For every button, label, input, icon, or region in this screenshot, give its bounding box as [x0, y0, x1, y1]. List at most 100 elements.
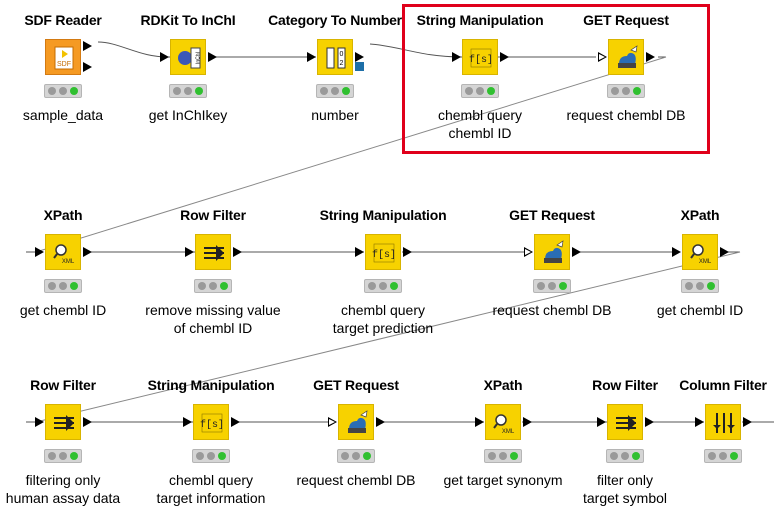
- node-status-indicator: [44, 84, 82, 98]
- input-port[interactable]: [524, 247, 533, 257]
- string-manipulation-icon[interactable]: f[s]: [365, 234, 401, 270]
- highlight-box: [402, 4, 710, 154]
- output-port[interactable]: [403, 247, 412, 257]
- output-port[interactable]: [233, 247, 242, 257]
- node-status-indicator: [169, 84, 207, 98]
- status-green-dot: [559, 282, 567, 290]
- node-status-indicator: [44, 279, 82, 293]
- input-port[interactable]: [35, 417, 44, 427]
- row-filter-icon[interactable]: [195, 234, 231, 270]
- input-port[interactable]: [355, 247, 364, 257]
- node-label-line: of chembl ID: [173, 320, 253, 336]
- rdkit-inchi-icon[interactable]: InChI: [170, 39, 206, 75]
- svg-text:XML: XML: [699, 259, 712, 265]
- node-status-indicator: [192, 449, 230, 463]
- get-request-icon[interactable]: [534, 234, 570, 270]
- status-grey-dot: [379, 282, 387, 290]
- status-green-dot: [510, 452, 518, 460]
- input-port[interactable]: [475, 417, 484, 427]
- status-green-dot: [70, 452, 78, 460]
- input-port[interactable]: [597, 417, 606, 427]
- status-grey-dot: [621, 452, 629, 460]
- input-port[interactable]: [185, 247, 194, 257]
- input-port[interactable]: [183, 417, 192, 427]
- node-label[interactable]: sample_data: [23, 106, 103, 124]
- input-port[interactable]: [328, 417, 337, 427]
- node-label-line: request chembl DB: [566, 107, 686, 123]
- status-grey-dot: [368, 282, 376, 290]
- node-status-indicator: [704, 449, 742, 463]
- output-port[interactable]: [572, 247, 581, 257]
- output-port[interactable]: [500, 52, 509, 62]
- string-manipulation-icon[interactable]: f[s]: [193, 404, 229, 440]
- status-grey-dot: [499, 452, 507, 460]
- xpath-icon[interactable]: XML: [45, 234, 81, 270]
- input-port[interactable]: [35, 247, 44, 257]
- node-title: XPath: [483, 377, 523, 393]
- output-port[interactable]: [720, 247, 729, 257]
- column-filter-icon[interactable]: [705, 404, 741, 440]
- node-label[interactable]: get target synonym: [443, 471, 562, 489]
- input-port[interactable]: [452, 52, 461, 62]
- node-label-line: chembl query: [340, 302, 426, 318]
- status-green-dot: [730, 452, 738, 460]
- input-port[interactable]: [160, 52, 169, 62]
- input-port[interactable]: [307, 52, 316, 62]
- node-title: XPath: [680, 207, 720, 223]
- input-port[interactable]: [598, 52, 607, 62]
- xpath-icon[interactable]: XML: [485, 404, 521, 440]
- get-request-icon[interactable]: [338, 404, 374, 440]
- node-label-line: chembl query: [168, 472, 254, 488]
- row-filter-icon[interactable]: [607, 404, 643, 440]
- node-title: Row Filter: [180, 207, 246, 223]
- svg-text:XML: XML: [502, 429, 515, 435]
- svg-text:f[s]: f[s]: [200, 419, 224, 431]
- output-port[interactable]: [231, 417, 240, 427]
- node-label[interactable]: get chembl ID: [657, 301, 743, 319]
- output-port[interactable]: [83, 417, 92, 427]
- output-port[interactable]: [83, 247, 92, 257]
- output-port[interactable]: [646, 52, 655, 62]
- output-port[interactable]: [743, 417, 752, 427]
- get-request-icon[interactable]: [608, 39, 644, 75]
- node-status-indicator: [681, 279, 719, 293]
- node-label[interactable]: get chembl ID: [20, 301, 106, 319]
- status-grey-dot: [610, 452, 618, 460]
- xpath-icon[interactable]: XML: [682, 234, 718, 270]
- node-label[interactable]: request chembl DB: [566, 106, 685, 124]
- status-grey-dot: [48, 282, 56, 290]
- status-grey-dot: [341, 452, 349, 460]
- node-label[interactable]: number: [311, 106, 358, 124]
- row-filter-icon[interactable]: [45, 404, 81, 440]
- node-label-line: get target synonym: [443, 472, 563, 488]
- node-label[interactable]: request chembl DB: [296, 471, 415, 489]
- output-port[interactable]: [355, 52, 364, 62]
- status-grey-dot: [59, 87, 67, 95]
- string-manipulation-icon[interactable]: f[s]: [462, 39, 498, 75]
- output-port[interactable]: [523, 417, 532, 427]
- input-port[interactable]: [672, 247, 681, 257]
- node-title: RDKit To InChI: [140, 12, 236, 28]
- node-label[interactable]: get InChIkey: [149, 106, 228, 124]
- model-output-port[interactable]: [355, 62, 364, 71]
- input-port[interactable]: [695, 417, 704, 427]
- output-port[interactable]: [376, 417, 385, 427]
- output-port[interactable]: [208, 52, 217, 62]
- output-port[interactable]: [645, 417, 654, 427]
- status-green-dot: [218, 452, 226, 460]
- node-label-line: filtering only: [25, 472, 101, 488]
- status-green-dot: [195, 87, 203, 95]
- output-port[interactable]: [83, 62, 92, 72]
- node-label[interactable]: request chembl DB: [492, 301, 611, 319]
- output-port[interactable]: [83, 41, 92, 51]
- sdf-reader-icon[interactable]: SDF: [45, 39, 81, 75]
- node-status-indicator: [44, 449, 82, 463]
